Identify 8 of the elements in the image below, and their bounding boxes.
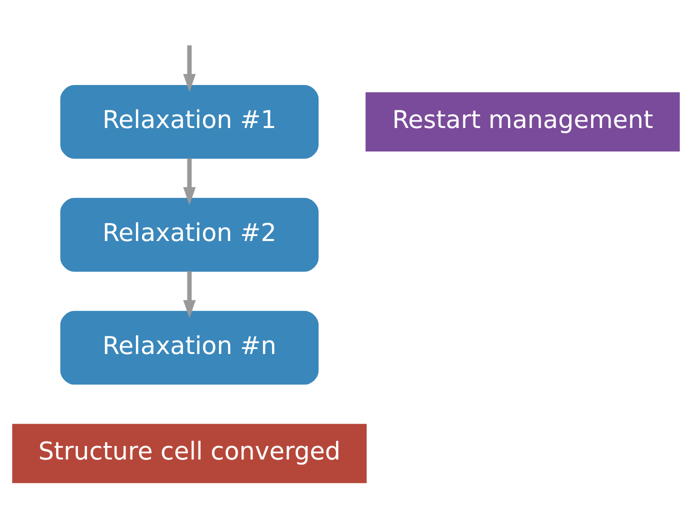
arrow [183,45,196,92]
node-box: Restart management [366,92,680,152]
node-box: Relaxation #2 [60,198,319,272]
node-box: Relaxation #1 [60,84,319,159]
node-box: Relaxation #n [60,310,319,385]
arrow [183,271,196,318]
node-box: Structure cell converged [12,424,367,484]
arrow [183,158,196,206]
